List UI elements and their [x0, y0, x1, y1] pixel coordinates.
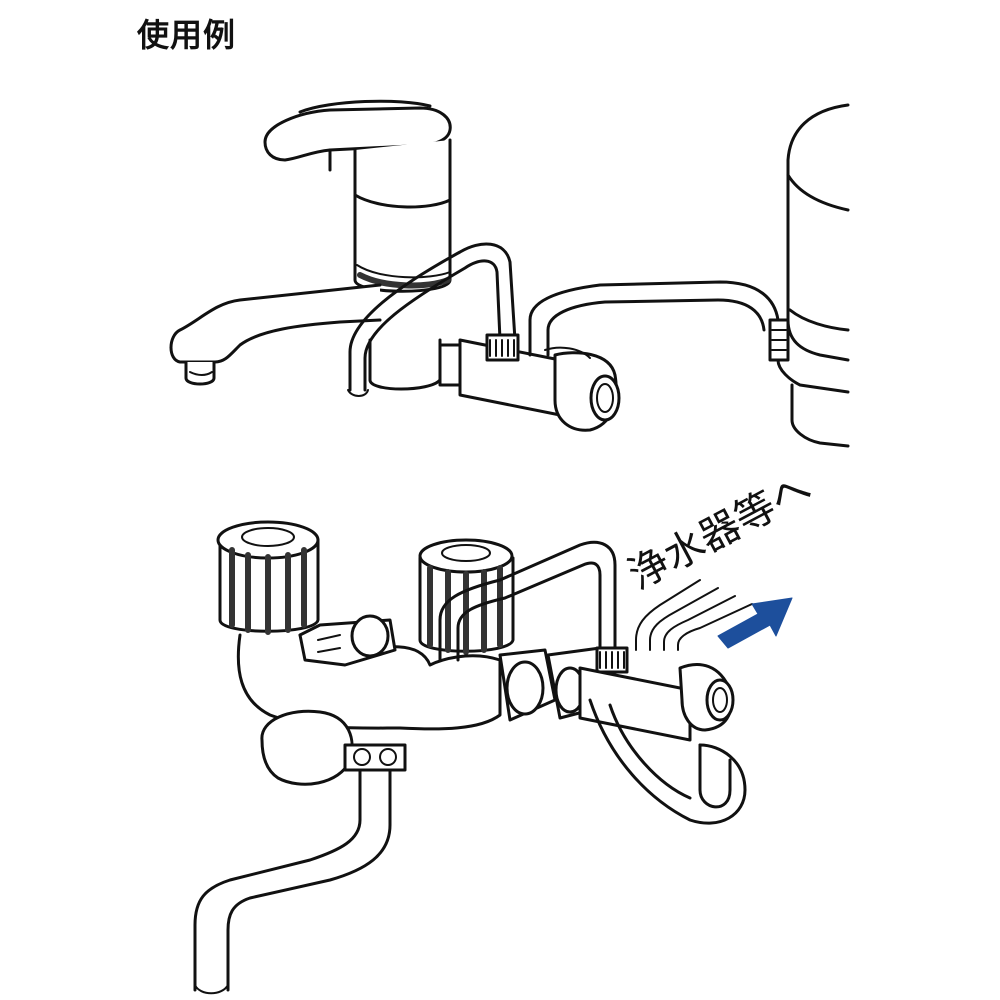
diverter-valve-icon [498, 646, 735, 742]
left-handle-knob-icon [216, 520, 320, 635]
single-lever-faucet-with-diverter-to-filter-icon [169, 99, 850, 448]
bent-pipe-icon [438, 540, 617, 662]
bent-pipe-icon [347, 242, 517, 397]
page-title: 使用例 [137, 16, 237, 54]
blue-arrow-icon [717, 597, 793, 649]
water-hose-icon [635, 579, 753, 651]
lever-handle-icon [263, 99, 452, 172]
two-handle-wall-faucet-with-diverter-icon [193, 520, 753, 995]
wall-bracket-icon [588, 698, 747, 825]
right-handle-knob-icon [418, 538, 515, 655]
water-filter-icon [768, 103, 850, 448]
hex-nut-icon [298, 614, 397, 667]
to-water-filter-annotation: 浄水器等へ [621, 464, 819, 649]
diverter-valve-icon [438, 333, 621, 432]
water-hose-icon [528, 280, 780, 357]
faucet-spout-icon [169, 283, 382, 386]
faucet-spout-icon [193, 743, 407, 995]
faucet-body-icon [353, 138, 452, 293]
annotation-label: 浄水器等へ [621, 464, 819, 599]
